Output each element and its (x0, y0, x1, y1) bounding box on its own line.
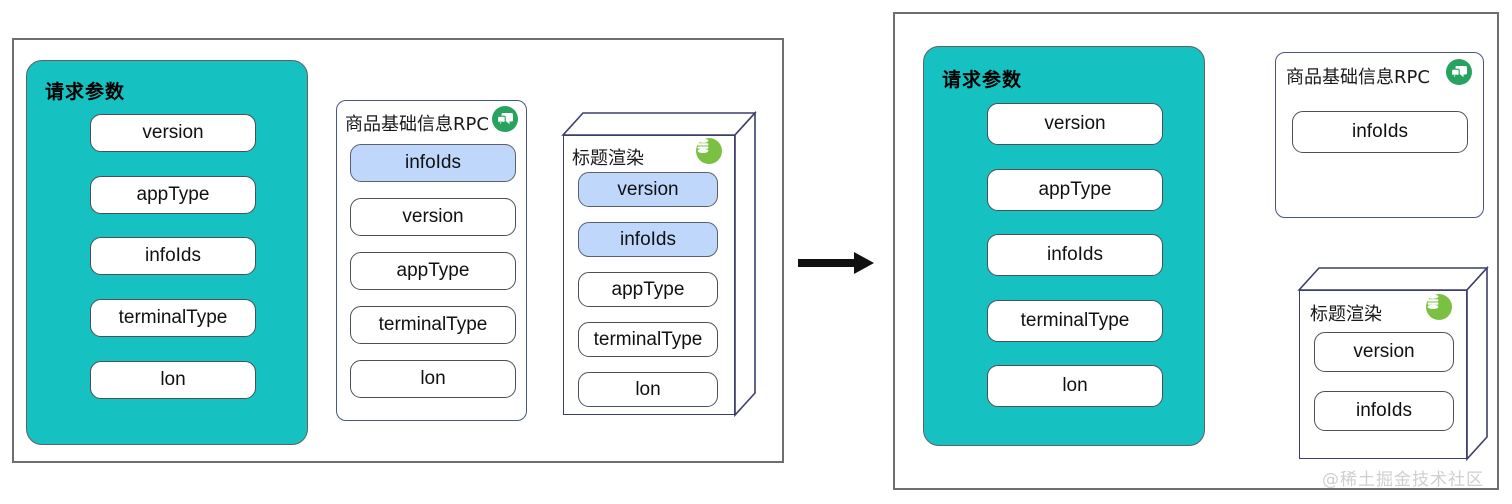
right-render-item-version[interactable]: version (1314, 332, 1454, 372)
right-render-item-infoids[interactable]: infoIds (1314, 391, 1454, 431)
left-panel: 请求参数 version appType infoIds terminalTyp… (12, 38, 784, 463)
right-rpc-item-infoids[interactable]: infoIds (1292, 111, 1468, 153)
left-param-lon[interactable]: lon (90, 361, 256, 399)
chat-rpc-icon (492, 106, 518, 132)
flow-arrow-right (798, 248, 876, 278)
right-param-infoids[interactable]: infoIds (987, 234, 1163, 276)
cube-3d-shape (561, 110, 757, 418)
right-panel: 请求参数 version appType infoIds terminalTyp… (893, 12, 1499, 490)
left-render-card-title: 标题渲染 (572, 148, 644, 169)
right-rpc-card: 商品基础信息RPC infoIds (1275, 52, 1484, 218)
left-render-item-version[interactable]: version (578, 172, 718, 207)
watermark-text: @稀土掘金技术社区 (1322, 470, 1484, 490)
right-param-apptype[interactable]: appType (987, 169, 1163, 211)
left-render-item-terminaltype[interactable]: terminalType (578, 322, 718, 357)
right-param-terminaltype[interactable]: terminalType (987, 300, 1163, 342)
left-rpc-card: 商品基础信息RPC infoIds version appType termin… (336, 100, 527, 421)
left-param-infoids[interactable]: infoIds (90, 237, 256, 275)
right-param-version[interactable]: version (987, 103, 1163, 145)
left-param-apptype[interactable]: appType (90, 176, 256, 214)
left-param-terminaltype[interactable]: terminalType (90, 299, 256, 337)
left-request-params-group: 请求参数 version appType infoIds terminalTyp… (26, 60, 308, 445)
right-request-params-title: 请求参数 (942, 69, 1023, 91)
left-rpc-card-title: 商品基础信息RPC (345, 114, 489, 135)
cube-front-face: 标题渲染 version infoIds appType terminalTyp… (563, 135, 735, 415)
left-render-item-apptype[interactable]: appType (578, 272, 718, 307)
right-param-lon[interactable]: lon (987, 365, 1163, 407)
left-rpc-item-version[interactable]: version (350, 198, 516, 236)
right-rpc-card-title: 商品基础信息RPC (1286, 67, 1430, 88)
cube-front-face: 标题渲染 version infoIds (1299, 290, 1467, 459)
left-render-item-infoids[interactable]: infoIds (578, 222, 718, 257)
left-rpc-item-terminaltype[interactable]: terminalType (350, 306, 516, 344)
left-rpc-item-apptype[interactable]: appType (350, 252, 516, 290)
left-param-version[interactable]: version (90, 114, 256, 152)
right-render-card-title: 标题渲染 (1310, 304, 1382, 325)
left-rpc-item-lon[interactable]: lon (350, 360, 516, 398)
database-icon (1426, 294, 1452, 320)
left-render-item-lon[interactable]: lon (578, 372, 718, 407)
right-render-card: 标题渲染 version infoIds (1295, 262, 1495, 462)
left-request-params-title: 请求参数 (45, 81, 126, 103)
chat-rpc-icon (1446, 59, 1472, 85)
database-icon (696, 138, 722, 164)
right-request-params-group: 请求参数 version appType infoIds terminalTyp… (923, 46, 1205, 446)
left-render-card: 标题渲染 version infoIds appType terminalTyp… (559, 108, 759, 418)
left-rpc-item-infoids[interactable]: infoIds (350, 144, 516, 182)
